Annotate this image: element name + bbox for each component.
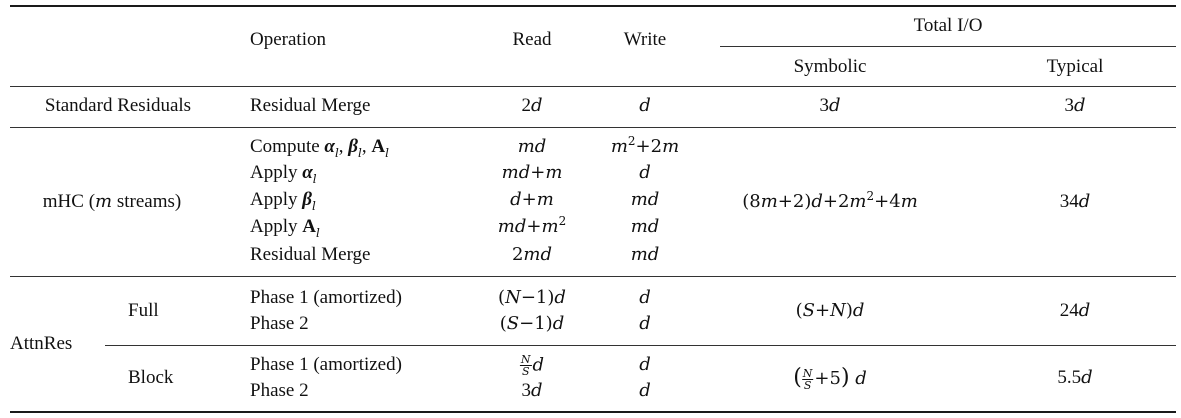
header-operation: Operation xyxy=(250,29,326,50)
symbolic-cell: (8m+2)d+2m2+4m xyxy=(742,189,918,212)
write-cell: md xyxy=(630,244,660,265)
operation-cell: Apply αl xyxy=(250,162,317,186)
subgroup-label: Block xyxy=(128,367,174,388)
write-cell: d xyxy=(639,354,651,375)
operation-cell: Compute αl, βl, Al xyxy=(250,136,389,160)
standard-residuals-rule xyxy=(10,127,1176,128)
symbolic-cell: (S+N)d xyxy=(795,300,865,321)
read-cell: d+m xyxy=(510,189,554,210)
group-label: AttnRes xyxy=(10,333,73,354)
read-cell: 2d xyxy=(521,95,543,116)
write-cell: md xyxy=(630,216,660,237)
read-cell: md+m xyxy=(501,162,563,183)
header-symbolic: Symbolic xyxy=(793,56,867,77)
top-rule xyxy=(10,5,1176,7)
attnres-cmidrule xyxy=(105,345,1176,346)
read-cell: 2md xyxy=(511,244,553,265)
mhc-rule xyxy=(10,276,1176,277)
header-write: Write xyxy=(623,29,667,50)
operation-cell: Phase 2 xyxy=(250,380,309,401)
read-cell: (S−1)d xyxy=(499,313,565,334)
operation-cell: Phase 1 (amortized) xyxy=(250,354,402,375)
subgroup-label: Full xyxy=(128,300,159,321)
header-rule xyxy=(10,86,1176,87)
write-cell: d xyxy=(639,162,651,183)
operation-cell: Apply βl xyxy=(250,189,316,213)
operation-cell: Residual Merge xyxy=(250,95,371,116)
read-cell: md xyxy=(517,136,547,157)
write-cell: md xyxy=(630,189,660,210)
write-cell: d xyxy=(639,287,651,308)
header-typical: Typical xyxy=(1046,56,1104,77)
group-label: mHC (m streams) xyxy=(42,191,182,212)
read-cell: md+m2 xyxy=(497,214,567,237)
operation-cell: Phase 1 (amortized) xyxy=(250,287,402,308)
typical-cell: 24d xyxy=(1059,300,1091,321)
header-total-io: Total I/O xyxy=(913,15,983,36)
operation-cell: Phase 2 xyxy=(250,313,309,334)
typical-cell: 34d xyxy=(1059,191,1091,212)
operation-cell: Apply Al xyxy=(250,216,320,240)
header-read: Read xyxy=(512,29,552,50)
read-cell: (N−1)d xyxy=(498,287,566,308)
typical-cell: 3d xyxy=(1064,95,1086,116)
operation-cell: Residual Merge xyxy=(250,244,371,265)
write-cell: d xyxy=(639,95,651,116)
typical-cell: 5.5d xyxy=(1057,367,1093,388)
group-label: Standard Residuals xyxy=(44,95,192,116)
write-cell: d xyxy=(639,380,651,401)
read-cell: 3d xyxy=(521,380,543,401)
bottom-rule xyxy=(10,411,1176,413)
write-cell: m2+2m xyxy=(610,134,680,157)
write-cell: d xyxy=(639,313,651,334)
caption-cutoff xyxy=(0,0,1181,4)
symbolic-cell: 3d xyxy=(819,95,841,116)
total-io-cmidrule xyxy=(720,46,1176,47)
